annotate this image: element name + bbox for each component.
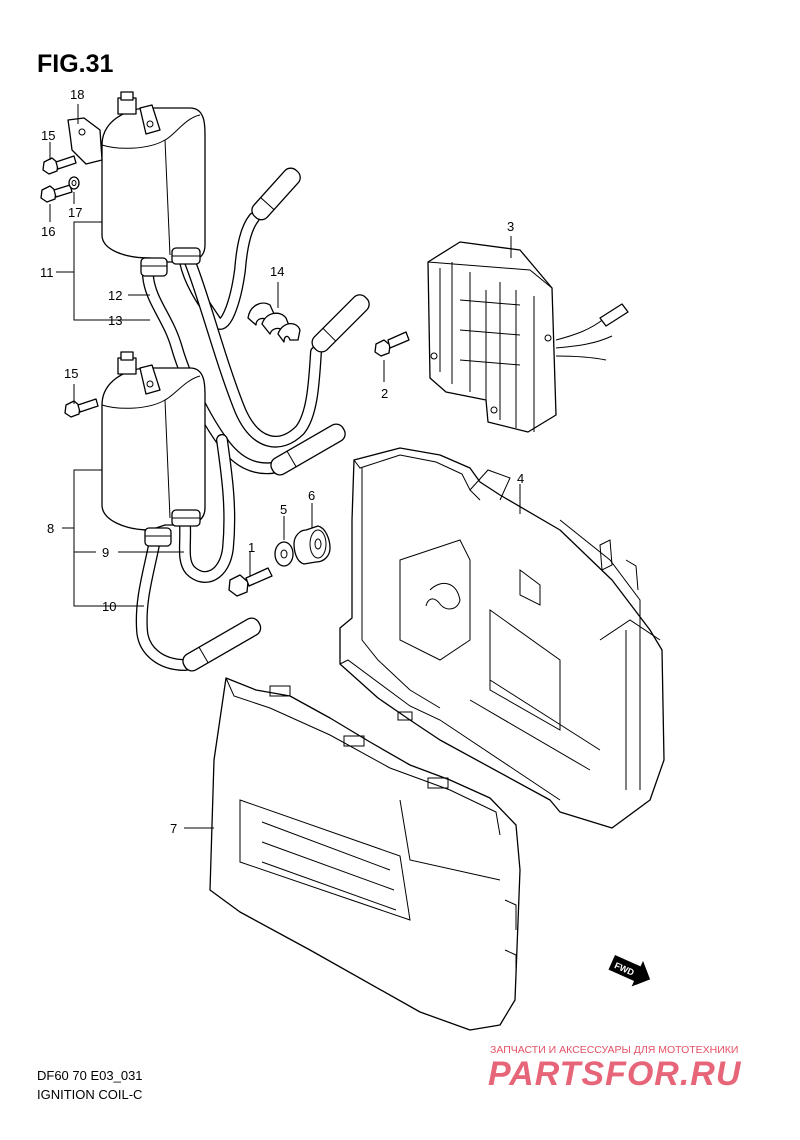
coil-holder-4 [339, 447, 665, 829]
callout-2: 2 [381, 386, 388, 401]
callout-15-upper: 15 [41, 128, 55, 143]
figure-name: IGNITION COIL-C [37, 1087, 142, 1102]
cover-7 [209, 677, 521, 1031]
callout-10: 10 [102, 599, 116, 614]
callout-11: 11 [40, 265, 54, 280]
bolt-1 [228, 567, 273, 597]
callout-labels: 1 2 3 4 5 6 7 8 9 10 11 12 13 14 15 15 1… [40, 87, 524, 836]
watermark: ЗАПЧАСТИ И АКСЕССУАРЫ ДЛЯ МОТОТЕХНИКИ PA… [488, 1044, 742, 1093]
grommet-6 [293, 525, 331, 565]
upper-ignition-coil [101, 91, 206, 277]
clip-14 [247, 302, 301, 343]
callout-6: 6 [308, 488, 315, 503]
callout-5: 5 [280, 502, 287, 517]
callout-3: 3 [507, 219, 514, 234]
fwd-arrow-icon: FWD [608, 955, 651, 987]
rectifier-module-3 [427, 241, 629, 433]
leader-lines [49, 104, 521, 829]
callout-9: 9 [102, 545, 109, 560]
callout-1: 1 [248, 540, 255, 555]
callout-18: 18 [70, 87, 84, 102]
watermark-logo: PARTSFOR.RU [488, 1055, 742, 1093]
bracket-18 [67, 117, 103, 165]
washer-5 [274, 541, 294, 567]
figure-code: DF60 70 E03_031 [37, 1068, 143, 1083]
watermark-tagline: ЗАПЧАСТИ И АКСЕССУАРЫ ДЛЯ МОТОТЕХНИКИ [490, 1044, 738, 1056]
callout-7: 7 [170, 821, 177, 836]
callout-4: 4 [517, 471, 524, 486]
callout-15-lower: 15 [64, 366, 78, 381]
callout-12: 12 [108, 288, 122, 303]
lower-ignition-coil [101, 351, 206, 547]
callout-17: 17 [68, 205, 82, 220]
callout-13: 13 [108, 313, 122, 328]
figure-title: FIG.31 [37, 50, 114, 78]
callout-8: 8 [47, 521, 54, 536]
bolt-2 [374, 331, 410, 357]
high-tension-cables [135, 212, 322, 671]
callout-14: 14 [270, 264, 284, 279]
fasteners-upper [40, 155, 99, 418]
callout-16: 16 [41, 224, 55, 239]
spark-plug-caps [182, 167, 370, 672]
